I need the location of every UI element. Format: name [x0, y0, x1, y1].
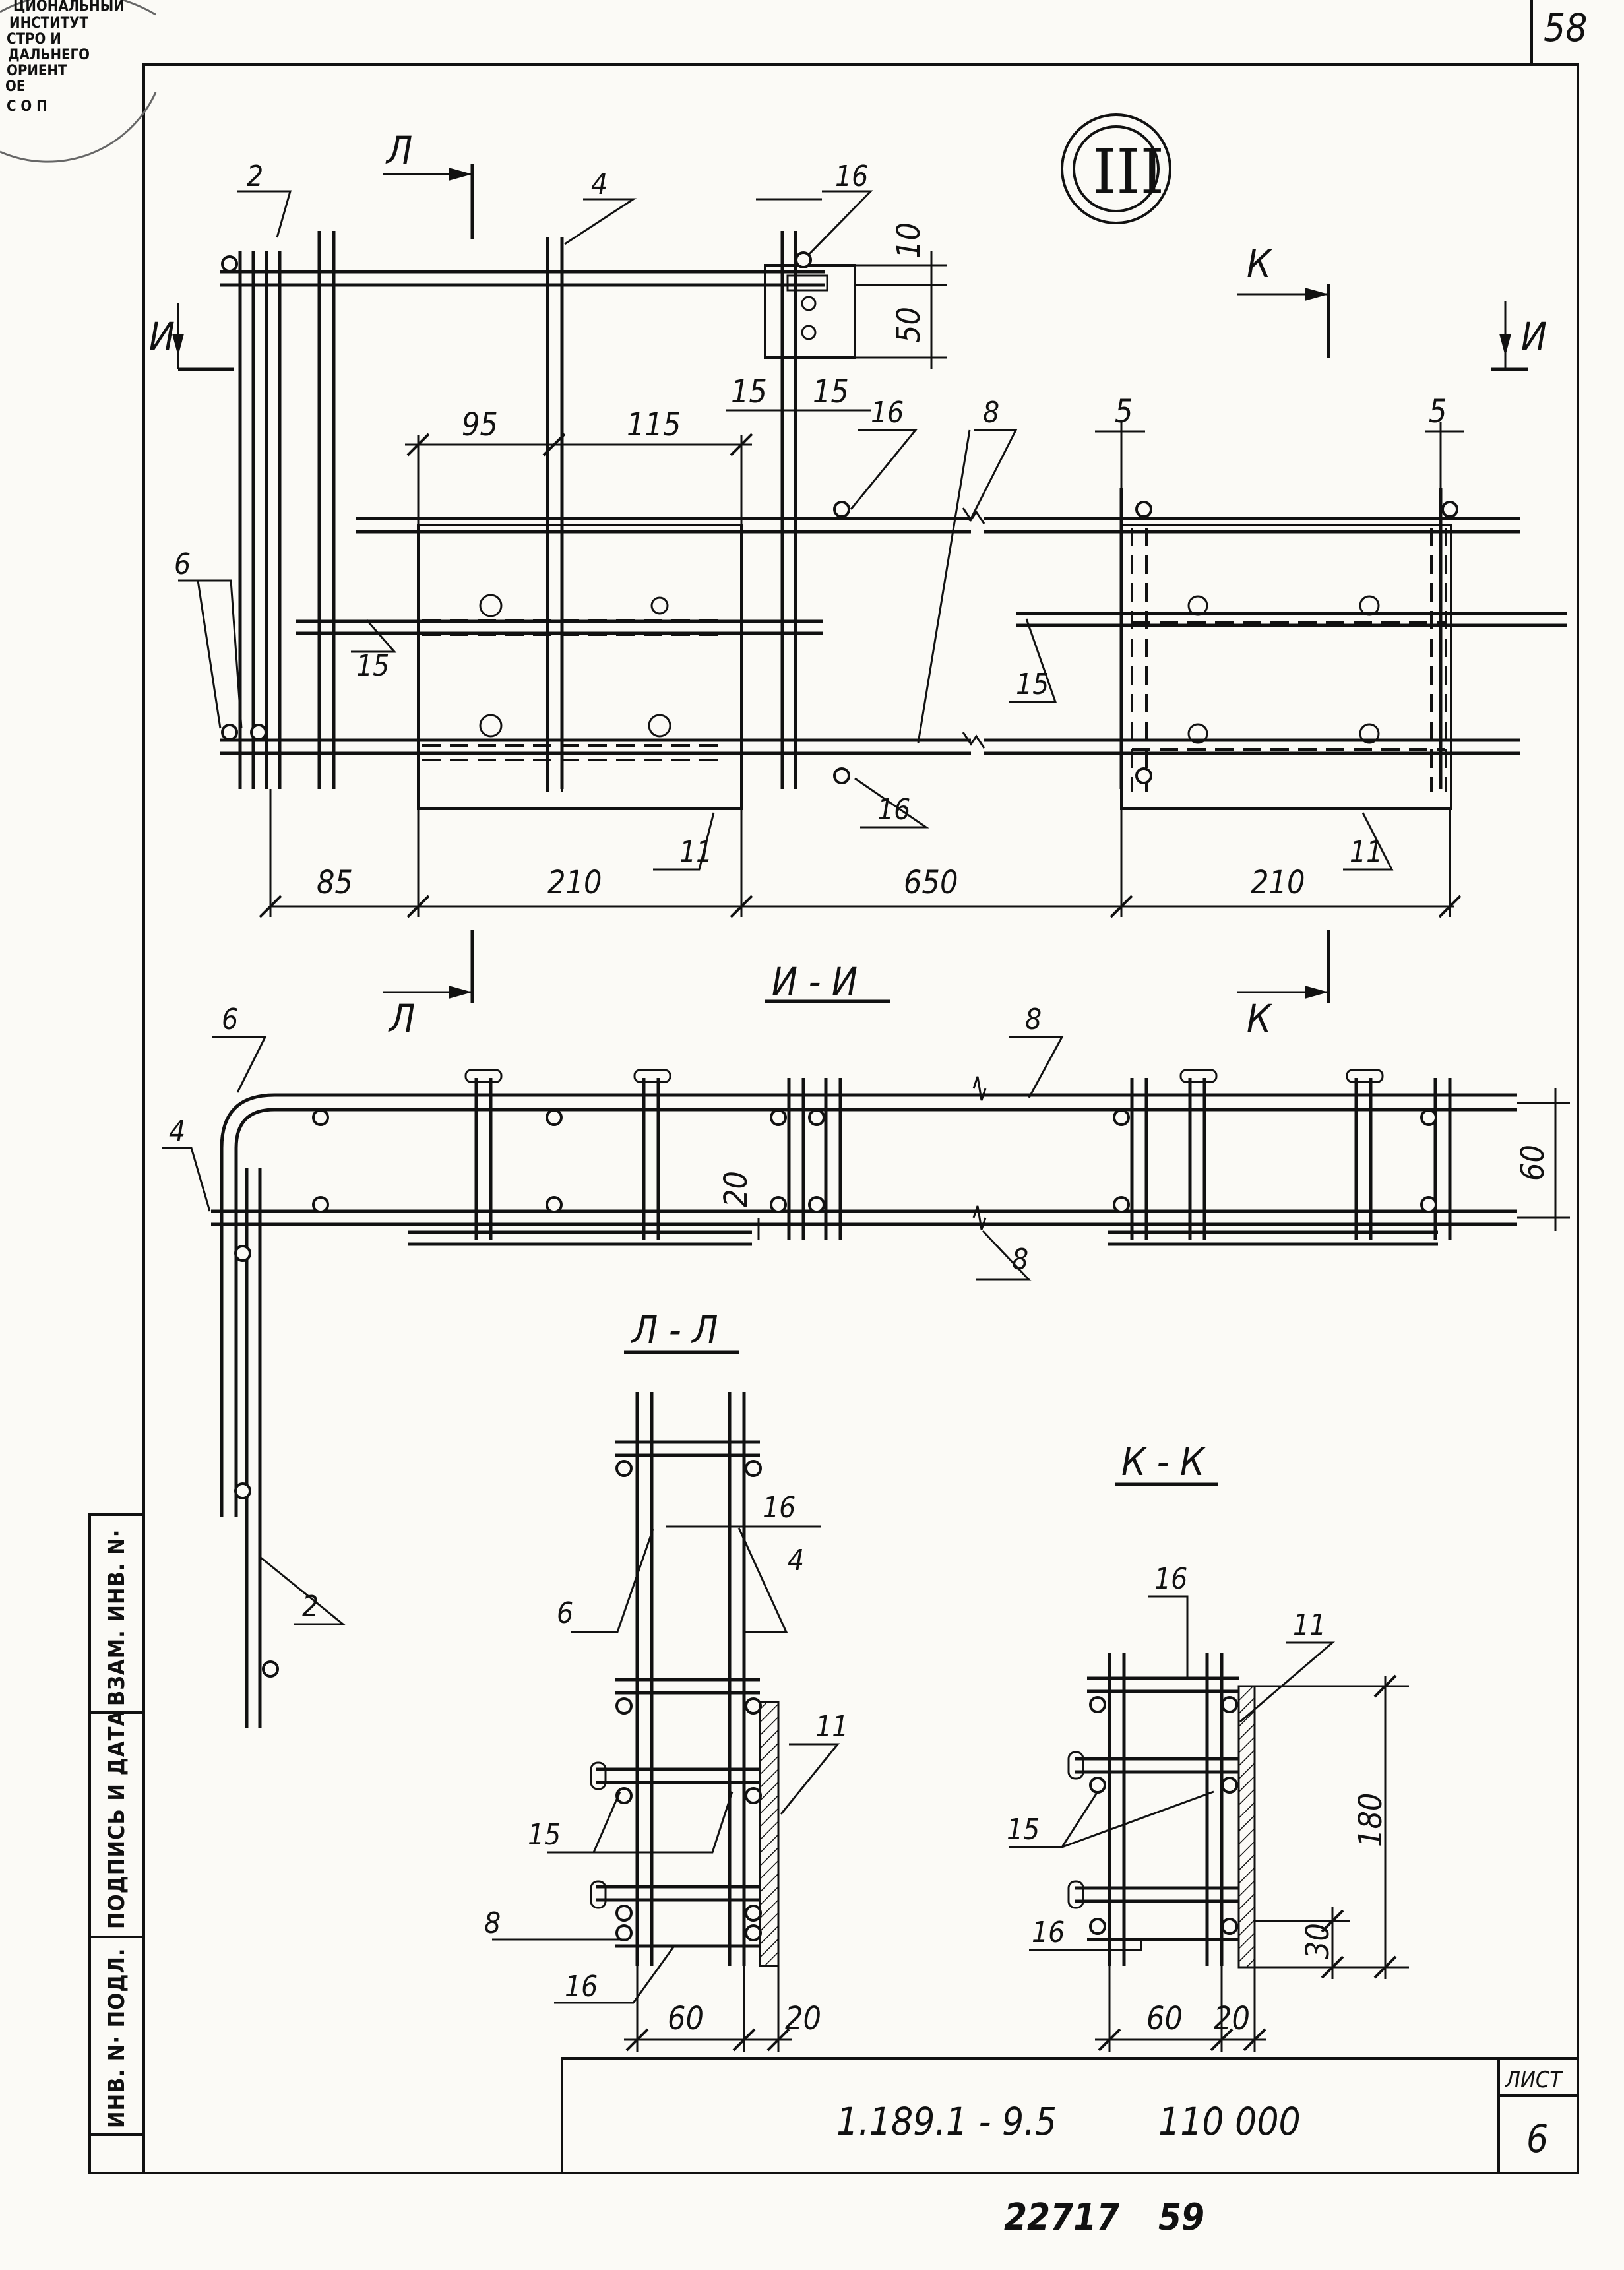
stamp-line-6: ОЕ: [5, 79, 25, 95]
cut-letter-l-bottom: Л: [388, 996, 415, 1041]
ii-label-2: 2: [302, 1590, 319, 1624]
bottom-archive-number: 22717: [1004, 2196, 1119, 2239]
ll-label-4: 4: [788, 1544, 804, 1577]
plan-label-11-left: 11: [679, 835, 712, 869]
plan-label-15-left: 15: [356, 649, 389, 683]
kk-dim-30: 30: [1299, 1923, 1336, 1959]
vzam-inv-label: ВЗАМ. ИНВ. N·: [104, 1529, 130, 1706]
cut-letter-k-bottom: К: [1247, 996, 1272, 1041]
kk-dim-20: 20: [1214, 2000, 1250, 2037]
plan-label-16-top: 16: [835, 160, 868, 193]
detail-mark-label: III: [1092, 137, 1164, 207]
plan-label-4: 4: [591, 168, 608, 201]
plan-dim-650: 650: [904, 864, 958, 901]
plan-dim-210-a: 210: [547, 864, 602, 901]
ll-dim-20: 20: [785, 2000, 821, 2037]
organization-stamp: ЦИОНАЛЬНЫЙ ИНСТИТУТ СТРО И ДАЛЬНЕГО ОРИЕ…: [0, 0, 157, 163]
side-approval-table: ИНВ. N· ПОДЛ. ПОДПИСЬ И ДАТА ВЗАМ. ИНВ. …: [88, 1513, 145, 2174]
ii-label-6: 6: [222, 1003, 238, 1036]
sheet-number: 6: [1526, 2116, 1548, 2161]
stamp-line-7: С О П: [7, 98, 47, 115]
ii-label-8-bottom: 8: [1012, 1243, 1028, 1277]
stamp-line-5: ОРИЕНТ: [7, 63, 67, 79]
stamp-line-3: СТРО И: [7, 31, 61, 47]
plan-dim-115: 115: [627, 406, 681, 443]
kk-dim-60: 60: [1146, 2000, 1183, 2037]
section-ll-title: Л - Л: [631, 1308, 718, 1352]
plan-dim-50: 50: [890, 307, 927, 343]
detail-mark-iii: III: [1061, 113, 1171, 224]
document-code: 1.189.1 - 9.5: [836, 2099, 1057, 2144]
section-ll: Л - Л 16: [484, 1308, 848, 2052]
plan-dim-5-a: 5: [1115, 393, 1133, 430]
cut-line-i-right: И: [1491, 301, 1547, 371]
plan-label-8: 8: [983, 396, 999, 429]
kk-label-16-bottom: 16: [1032, 1916, 1065, 1949]
plan-label-11-right: 11: [1350, 835, 1383, 869]
cut-line-k-bottom: К: [1237, 930, 1330, 1041]
kk-dim-180: 180: [1352, 1793, 1389, 1847]
ll-label-8: 8: [484, 1907, 501, 1940]
plan-view: Л К И И Л К: [149, 128, 1567, 1041]
podpis-data-label: ПОДПИСЬ И ДАТА: [104, 1710, 130, 1929]
plan-label-6: 6: [174, 548, 191, 581]
plan-dim-15-b: 15: [813, 373, 849, 410]
ll-label-6: 6: [557, 1596, 573, 1630]
stamp-line-2: ИНСТИТУТ: [9, 15, 88, 32]
ii-label-4: 4: [169, 1115, 185, 1149]
plan-dim-15-a: 15: [731, 373, 767, 410]
page-number: 58: [1544, 5, 1587, 50]
ii-dim-60: 60: [1515, 1145, 1551, 1181]
inv-podl-label: ИНВ. N· ПОДЛ.: [104, 1948, 130, 2129]
plan-label-16-mid: 16: [871, 396, 904, 429]
cut-letter-i-right: И: [1521, 314, 1547, 359]
section-ii-title: И - И: [772, 959, 858, 1004]
ll-label-16-bottom: 16: [565, 1970, 598, 2003]
plan-dim-10: 10: [890, 222, 927, 259]
cut-letter-i-left: И: [149, 314, 175, 359]
plan-label-2: 2: [247, 160, 263, 193]
ll-label-16-top: 16: [763, 1491, 796, 1525]
kk-label-11: 11: [1293, 1608, 1326, 1642]
ll-label-11: 11: [815, 1710, 848, 1744]
title-block: ЛИСТ 6 1.189.1 - 9.5 110 000: [561, 2057, 1579, 2174]
bottom-page-number: 59: [1158, 2196, 1204, 2239]
cut-line-i-left: И: [149, 303, 234, 371]
ii-dim-20: 20: [718, 1171, 755, 1207]
plan-dim-210-b: 210: [1251, 864, 1305, 901]
stamp-line-4: ДАЛЬНЕГО: [8, 47, 90, 63]
section-ii: И - И: [162, 959, 1570, 1728]
plan-dim-95: 95: [462, 406, 498, 443]
ll-dim-60: 60: [668, 2000, 704, 2037]
cut-letter-l-top: Л: [385, 128, 412, 173]
kk-label-16-top: 16: [1154, 1562, 1187, 1596]
ii-label-8-top: 8: [1025, 1003, 1042, 1036]
plan-label-15-right: 15: [1016, 668, 1049, 701]
cut-line-k-top: К: [1237, 241, 1330, 358]
cut-line-l-top: Л: [383, 128, 474, 239]
plan-label-16-bottom: 16: [877, 793, 910, 827]
ll-label-15: 15: [528, 1818, 561, 1852]
cut-line-l-bottom: Л: [383, 930, 474, 1041]
plan-dim-85: 85: [317, 864, 353, 901]
stamp-line-1: ЦИОНАЛЬНЫЙ: [13, 0, 125, 15]
sheet-label: ЛИСТ: [1505, 2067, 1563, 2093]
section-kk: К - К 16: [1007, 1439, 1409, 2052]
plan-dim-5-b: 5: [1429, 393, 1447, 430]
cut-letter-k-top: К: [1247, 241, 1272, 286]
section-kk-title: К - К: [1121, 1439, 1206, 1484]
document-number: 110 000: [1158, 2099, 1301, 2144]
kk-label-15: 15: [1007, 1813, 1040, 1846]
